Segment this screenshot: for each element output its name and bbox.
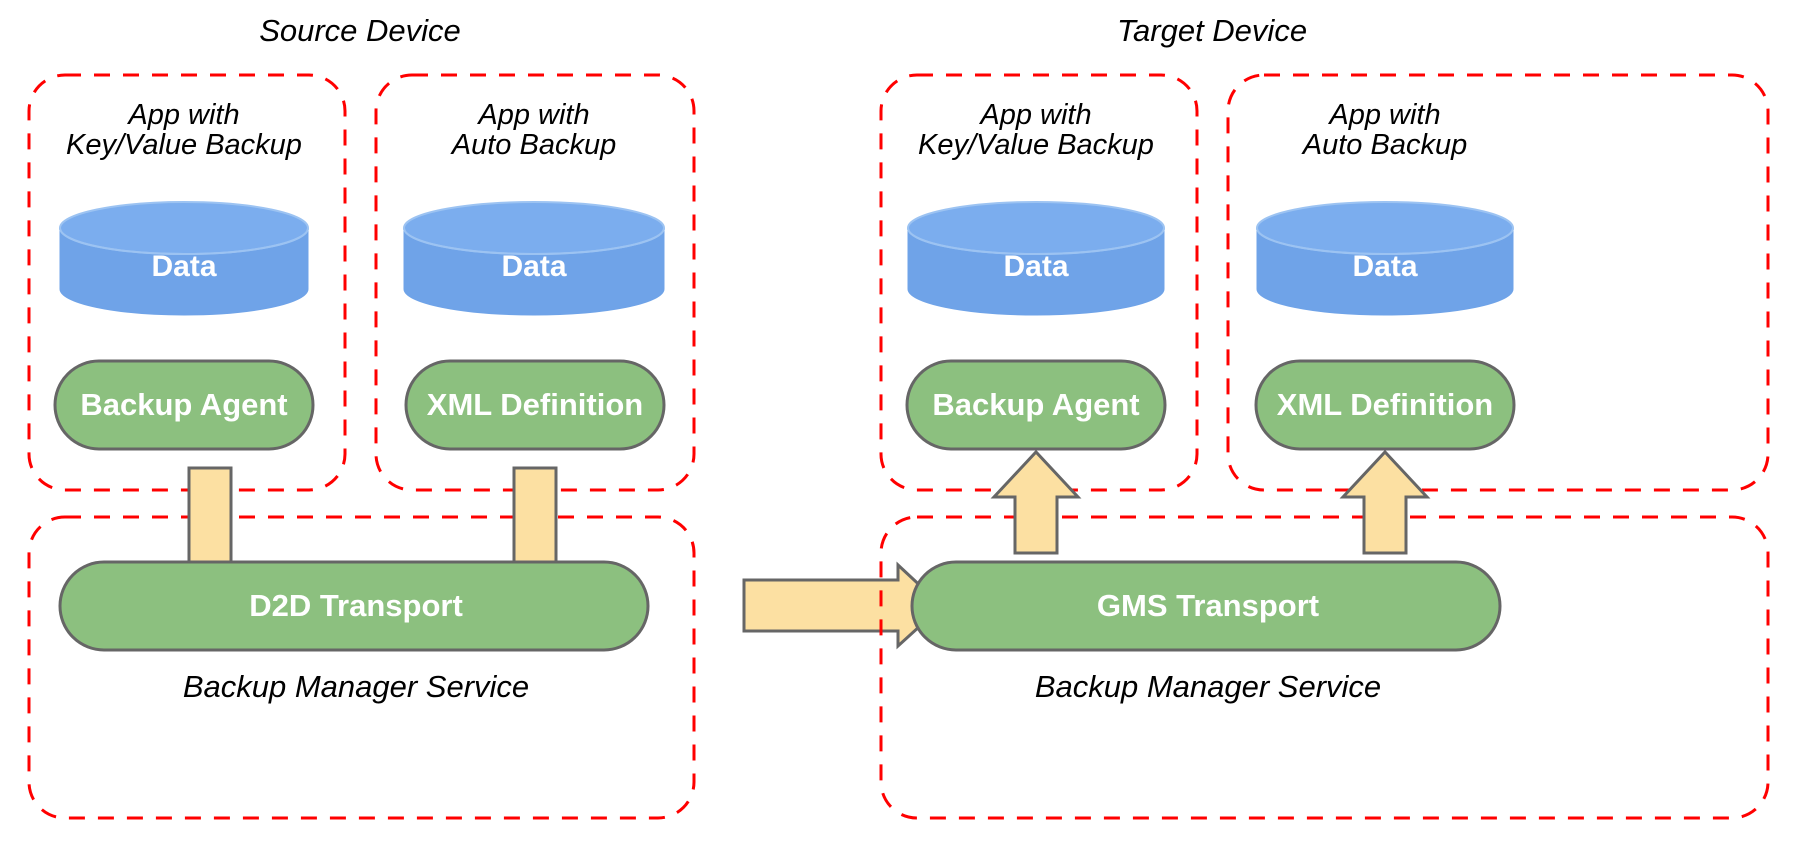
target-backup-manager-service-container (879, 515, 1770, 820)
arrow-gms-to-backup-agent-icon (990, 449, 1082, 555)
target-backup-agent-label: Backup Agent (932, 387, 1139, 422)
target-app-auto-title-line1: App with (1327, 99, 1440, 131)
target-app-auto-container (1226, 73, 1770, 492)
source-backup-agent-node[interactable]: Backup Agent (53, 359, 315, 451)
source-xml-definition-node[interactable]: XML Definition (404, 359, 666, 451)
target-app-auto-title-line2: Auto Backup (1301, 129, 1467, 161)
target-app-auto-data-label: Data (1352, 250, 1417, 283)
source-app-keyvalue-container (27, 73, 347, 492)
source-app-keyvalue-title-line2: Key/Value Backup (66, 129, 302, 161)
source-xml-definition-label: XML Definition (427, 387, 643, 422)
source-app-keyvalue-title-line1: App with (126, 99, 239, 131)
target-app-keyvalue-title-line1: App with (978, 99, 1091, 131)
d2d-transport-label: D2D Transport (249, 588, 463, 623)
target-app-keyvalue-title-line2: Key/Value Backup (918, 129, 1154, 161)
target-device-title: Target Device (1117, 13, 1307, 48)
target-backup-agent-node[interactable]: Backup Agent (905, 359, 1167, 451)
source-app-auto-title-line1: App with (476, 99, 589, 131)
source-backup-manager-service-label: Backup Manager Service (183, 669, 529, 704)
gms-transport-label: GMS Transport (1097, 588, 1319, 623)
source-app-auto-title-line2: Auto Backup (450, 129, 616, 161)
source-app-keyvalue-data-cylinder: Data (59, 201, 309, 316)
target-app-auto-data-cylinder: Data (1256, 201, 1514, 316)
d2d-transport-node[interactable]: D2D Transport (58, 560, 650, 652)
source-app-auto-data-label: Data (501, 250, 566, 283)
gms-transport-node[interactable]: GMS Transport (910, 560, 1502, 652)
arrow-gms-to-xml-definition-icon (1339, 449, 1431, 555)
source-app-auto-data-cylinder: Data (403, 201, 665, 316)
target-app-keyvalue-data-label: Data (1003, 250, 1068, 283)
target-xml-definition-label: XML Definition (1277, 387, 1493, 422)
source-backup-agent-label: Backup Agent (80, 387, 287, 422)
target-backup-manager-service-label: Backup Manager Service (1035, 669, 1381, 704)
target-app-keyvalue-data-cylinder: Data (907, 201, 1165, 316)
target-xml-definition-node[interactable]: XML Definition (1254, 359, 1516, 451)
source-backup-manager-service-container (27, 515, 696, 820)
source-device-title: Source Device (259, 13, 461, 48)
source-app-keyvalue-data-label: Data (151, 250, 216, 283)
